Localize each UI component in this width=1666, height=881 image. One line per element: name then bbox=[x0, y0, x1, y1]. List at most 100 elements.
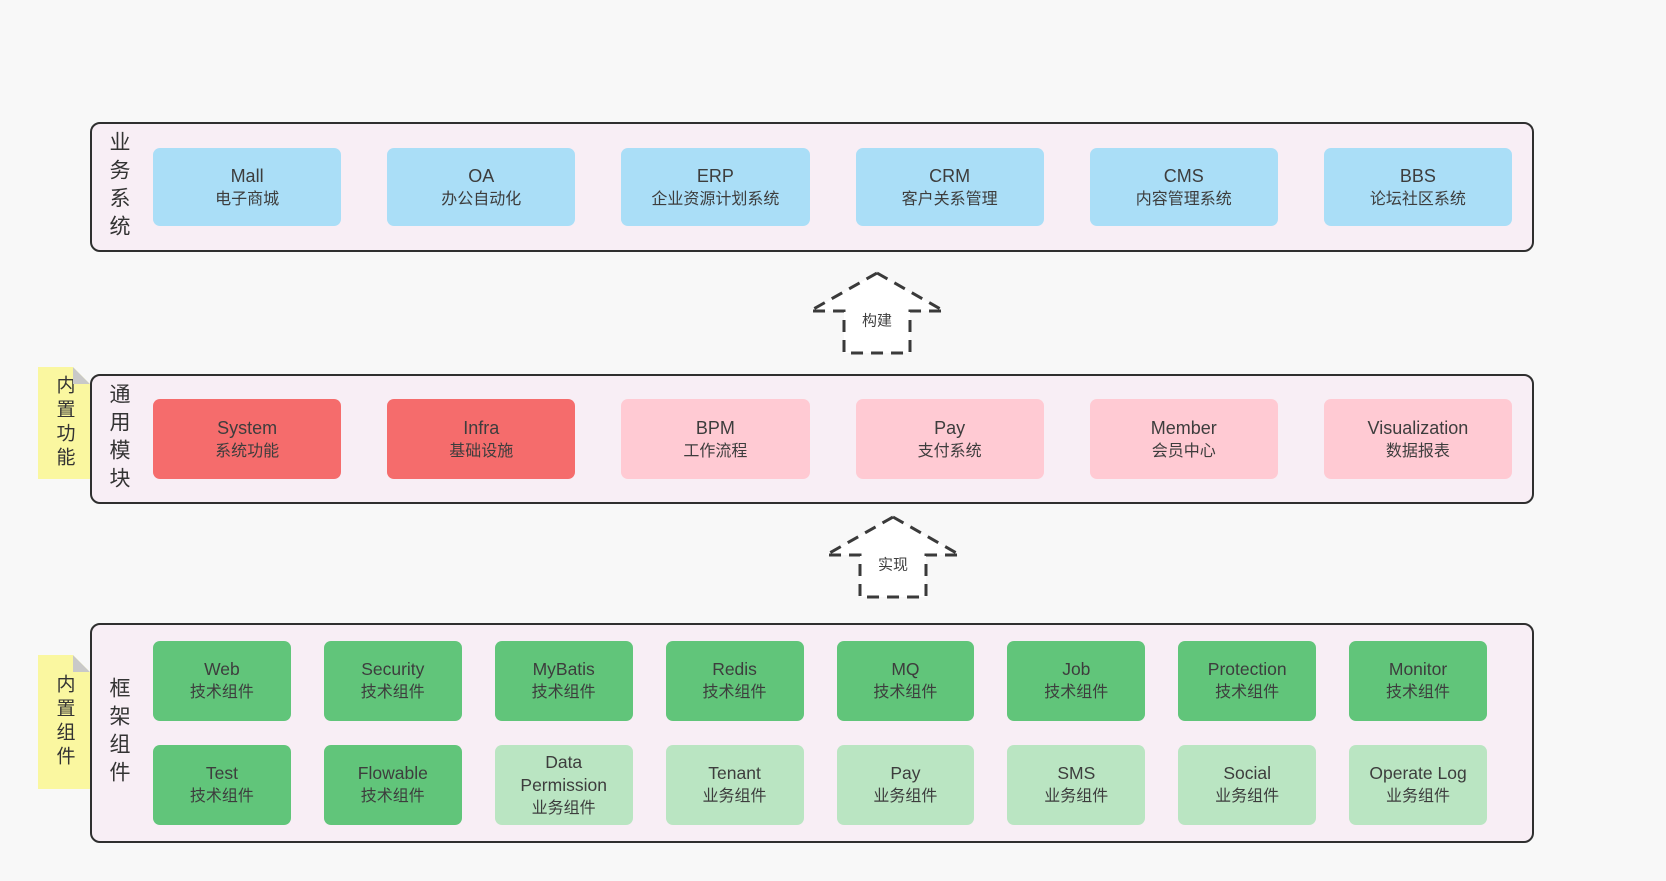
box-erp: ERP 企业资源计划系统 bbox=[621, 148, 810, 226]
sticky-note-text: 内置组件 bbox=[53, 674, 75, 770]
box-title: Monitor bbox=[1388, 659, 1448, 679]
box-subtitle: 技术组件 bbox=[531, 684, 596, 701]
box-title: Mall bbox=[230, 165, 264, 186]
folded-corner-icon bbox=[73, 367, 90, 384]
box-subtitle: 技术组件 bbox=[1215, 684, 1280, 701]
box-mall: Mall 电子商城 bbox=[153, 148, 342, 226]
box-title: Flowable bbox=[357, 763, 428, 783]
box-monitor: Monitor 技术组件 bbox=[1349, 641, 1487, 721]
box-title: Data Permission bbox=[520, 751, 607, 795]
box-title: CMS bbox=[1163, 165, 1204, 186]
box-protection: Protection 技术组件 bbox=[1178, 641, 1317, 721]
box-subtitle: 支付系统 bbox=[917, 442, 982, 460]
box-title: SMS bbox=[1057, 763, 1096, 783]
band-label-framework-components: 框架组件 bbox=[107, 677, 130, 789]
box-data-permission: Data Permission 业务组件 bbox=[494, 745, 633, 825]
box-subtitle: 技术组件 bbox=[189, 684, 254, 701]
box-title: Redis bbox=[712, 659, 757, 679]
box-title: BBS bbox=[1399, 165, 1436, 186]
box-infra: Infra 基础设施 bbox=[387, 399, 576, 479]
box-title: Job bbox=[1062, 659, 1091, 679]
box-operate-log: Operate Log 业务组件 bbox=[1349, 745, 1487, 825]
box-tenant: Tenant 业务组件 bbox=[665, 745, 804, 825]
box-title: System bbox=[217, 417, 278, 438]
sticky-note-built-in-functions: 内置功能 bbox=[38, 367, 90, 479]
box-subtitle: 技术组件 bbox=[189, 788, 254, 805]
box-subtitle: 企业资源计划系统 bbox=[651, 190, 780, 208]
build-arrow: 构建 bbox=[807, 270, 947, 356]
box-redis: Redis 技术组件 bbox=[665, 641, 804, 721]
box-title: Pay bbox=[890, 763, 921, 783]
box-cms: CMS 内容管理系统 bbox=[1089, 148, 1278, 226]
implement-arrow: 实现 bbox=[823, 514, 963, 600]
business-systems-grid: Mall 电子商城 OA 办公自动化 ERP 企业资源计划系统 CRM 客户关系… bbox=[153, 124, 1512, 250]
box-subtitle: 业务组件 bbox=[702, 788, 767, 805]
box-subtitle: 系统功能 bbox=[215, 442, 280, 460]
box-subtitle: 业务组件 bbox=[1215, 788, 1280, 805]
box-social: Social 业务组件 bbox=[1178, 745, 1317, 825]
box-subtitle: 技术组件 bbox=[1044, 684, 1109, 701]
box-sms: SMS 业务组件 bbox=[1007, 745, 1146, 825]
box-title: MQ bbox=[891, 659, 920, 679]
sticky-note-built-in-components: 内置组件 bbox=[38, 655, 90, 789]
box-subtitle: 办公自动化 bbox=[441, 190, 522, 208]
box-subtitle: 业务组件 bbox=[873, 788, 938, 805]
box-web: Web 技术组件 bbox=[153, 641, 291, 721]
band-label-common-modules: 通用模块 bbox=[107, 383, 130, 495]
box-mybatis: MyBatis 技术组件 bbox=[494, 641, 633, 721]
box-subtitle: 业务组件 bbox=[1386, 788, 1451, 805]
box-title: Pay bbox=[934, 417, 966, 438]
box-title: BPM bbox=[695, 417, 735, 438]
box-subtitle: 客户关系管理 bbox=[901, 190, 998, 208]
box-title: ERP bbox=[696, 165, 734, 186]
common-modules-band: 通用模块 System 系统功能 Infra 基础设施 BPM 工作流程 Pay… bbox=[90, 374, 1534, 504]
box-title: Infra bbox=[463, 417, 500, 438]
box-bbs: BBS 论坛社区系统 bbox=[1323, 148, 1512, 226]
box-subtitle: 技术组件 bbox=[360, 684, 425, 701]
band-label-business-systems: 业务系统 bbox=[107, 131, 130, 243]
common-modules-grid: System 系统功能 Infra 基础设施 BPM 工作流程 Pay 支付系统… bbox=[153, 376, 1512, 502]
box-subtitle: 数据报表 bbox=[1385, 442, 1450, 460]
box-title: Test bbox=[205, 763, 238, 783]
box-subtitle: 业务组件 bbox=[1044, 788, 1109, 805]
box-title: Member bbox=[1150, 417, 1217, 438]
implement-arrow-label: 实现 bbox=[874, 552, 912, 576]
box-subtitle: 内容管理系统 bbox=[1135, 190, 1232, 208]
box-oa: OA 办公自动化 bbox=[387, 148, 576, 226]
box-title: Operate Log bbox=[1369, 763, 1467, 783]
box-title: Protection bbox=[1207, 659, 1287, 679]
box-visualization: Visualization 数据报表 bbox=[1323, 399, 1512, 479]
box-member: Member 会员中心 bbox=[1089, 399, 1278, 479]
build-arrow-label: 构建 bbox=[858, 308, 896, 332]
box-title: MyBatis bbox=[532, 659, 595, 679]
box-pay-module: Pay 支付系统 bbox=[855, 399, 1044, 479]
box-subtitle: 技术组件 bbox=[873, 684, 938, 701]
box-subtitle: 技术组件 bbox=[1386, 684, 1451, 701]
framework-components-grid: Web 技术组件 Security 技术组件 MyBatis 技术组件 Redi… bbox=[153, 625, 1487, 841]
box-title: CRM bbox=[929, 165, 971, 186]
box-title: OA bbox=[468, 165, 495, 186]
box-bpm: BPM 工作流程 bbox=[621, 399, 810, 479]
box-flowable: Flowable 技术组件 bbox=[323, 745, 462, 825]
box-job: Job 技术组件 bbox=[1007, 641, 1146, 721]
box-subtitle: 会员中心 bbox=[1151, 442, 1216, 460]
box-title: Security bbox=[361, 659, 425, 679]
box-subtitle: 电子商城 bbox=[215, 190, 280, 208]
box-subtitle: 业务组件 bbox=[531, 799, 596, 817]
box-crm: CRM 客户关系管理 bbox=[855, 148, 1044, 226]
box-pay-business: Pay 业务组件 bbox=[836, 745, 975, 825]
folded-corner-icon bbox=[73, 655, 90, 672]
box-subtitle: 技术组件 bbox=[360, 788, 425, 805]
framework-components-band: 框架组件 Web 技术组件 Security 技术组件 MyBatis 技术组件… bbox=[90, 623, 1534, 843]
box-title: Web bbox=[204, 659, 240, 679]
business-systems-band: 业务系统 Mall 电子商城 OA 办公自动化 ERP 企业资源计划系统 CRM… bbox=[90, 122, 1534, 252]
box-subtitle: 技术组件 bbox=[702, 684, 767, 701]
box-title: Tenant bbox=[708, 763, 761, 783]
box-subtitle: 论坛社区系统 bbox=[1369, 190, 1466, 208]
box-security: Security 技术组件 bbox=[323, 641, 462, 721]
sticky-note-text: 内置功能 bbox=[53, 375, 75, 471]
box-system: System 系统功能 bbox=[153, 399, 342, 479]
box-subtitle: 基础设施 bbox=[449, 442, 514, 460]
box-test: Test 技术组件 bbox=[153, 745, 291, 825]
box-subtitle: 工作流程 bbox=[683, 442, 748, 460]
